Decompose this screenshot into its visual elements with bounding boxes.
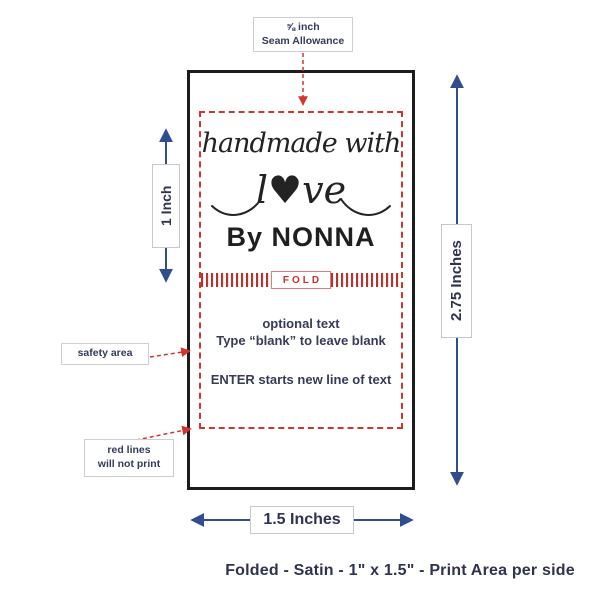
product-caption: Folded - Satin - 1" x 1.5" - Print Area … — [225, 562, 575, 579]
red-lines-note-line1: red lines — [107, 444, 151, 457]
seam-allowance-note-line2: Seam Allowance — [261, 34, 345, 47]
measure-label-1-inch: 1 Inch — [152, 164, 180, 248]
artwork-script-line2: l♥ve — [255, 168, 347, 212]
red-lines-note-line2: will not print — [97, 458, 161, 470]
optional-text-line2: Type “blank” to leave blank — [216, 333, 386, 348]
red-lines-note: red lines will not print — [84, 439, 174, 477]
optional-text-line3: ENTER starts new line of text — [210, 372, 392, 387]
artwork-byline: By NONNA — [226, 222, 376, 252]
seam-allowance-note-line1: ⅝ inch — [286, 20, 320, 33]
measure-label-1-5-inches: 1.5 Inches — [250, 506, 354, 534]
seam-allowance-note: ⅝ inch Seam Allowance — [253, 17, 353, 52]
artwork-script-line1: handmade with — [201, 128, 402, 159]
safety-area-note: safety area — [61, 343, 149, 365]
fold-label: FOLD — [271, 271, 331, 289]
safety-area-arrow — [149, 347, 191, 358]
print-area-dashed-border — [199, 111, 403, 429]
optional-text-line1: optional text — [262, 316, 340, 331]
measure-label-2-75-inches: 2.75 Inches — [441, 224, 472, 338]
